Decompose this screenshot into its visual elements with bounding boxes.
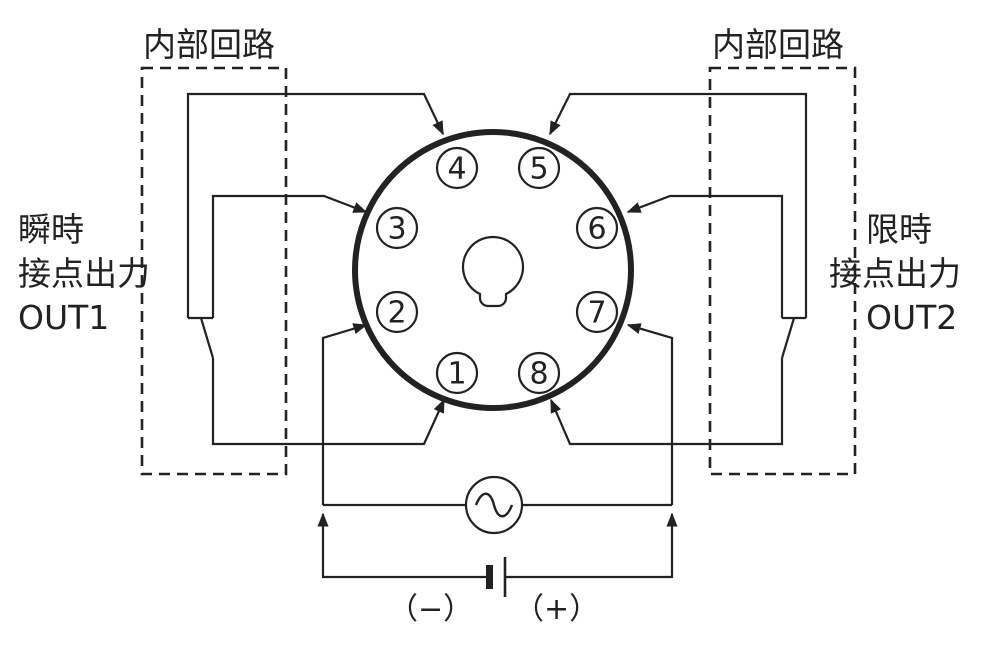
out1-label-line2: 接点出力 — [18, 254, 150, 293]
out1-wiring — [186, 92, 446, 446]
internal-circuit-box-right — [708, 66, 857, 476]
wire-pin5 — [549, 92, 808, 318]
out2-label-line3: OUT2 — [866, 298, 957, 337]
pin-1: 1 — [435, 351, 479, 395]
wire-pin2 — [321, 323, 368, 505]
out2-wiring — [549, 92, 808, 446]
pin-3: 3 — [375, 206, 419, 250]
internal-circuit-label-right: 内部回路 — [712, 25, 844, 64]
dc-battery-short-plate — [486, 565, 493, 589]
contact-blade-right — [780, 317, 796, 359]
contact-blade-left — [199, 317, 215, 359]
internal-circuit-box-left — [140, 66, 288, 476]
wire-pin8 — [549, 388, 784, 446]
out2-label-line1: 限時 — [866, 210, 932, 249]
dc-wire-plus — [505, 512, 678, 579]
plus-label: （+） — [514, 592, 599, 627]
center-key — [461, 235, 525, 308]
out1-label-line1: 瞬時 — [18, 210, 84, 249]
pin-6-label: 6 — [587, 212, 606, 247]
pin-4-label: 4 — [447, 152, 466, 187]
wire-pin3 — [211, 194, 368, 318]
internal-circuit-label-left: 内部回路 — [143, 25, 275, 64]
wire-pin6 — [626, 194, 784, 318]
out1-label-line3: OUT1 — [18, 298, 109, 337]
dc-wire-minus — [317, 512, 489, 579]
pin-7: 7 — [575, 290, 619, 334]
pin-2: 2 — [375, 290, 419, 334]
power-wiring — [317, 323, 678, 597]
pin-4: 4 — [435, 146, 479, 190]
pin-5: 5 — [517, 146, 561, 190]
wire-pin1 — [211, 388, 446, 446]
ac-sine-icon — [474, 492, 514, 518]
wire-pin4 — [186, 92, 444, 318]
wire-pin7 — [626, 323, 674, 505]
minus-label: （−） — [388, 592, 473, 627]
pin-8: 8 — [517, 351, 561, 395]
pin-6: 6 — [575, 206, 619, 250]
out2-label-line2: 接点出力 — [829, 254, 961, 293]
pin-3-label: 3 — [387, 212, 406, 247]
socket-circle — [352, 129, 634, 411]
pin-1-label: 1 — [447, 357, 466, 392]
pin-5-label: 5 — [529, 152, 548, 187]
pin-8-label: 8 — [529, 357, 548, 392]
pin-7-label: 7 — [587, 296, 606, 331]
pin-2-label: 2 — [387, 296, 406, 331]
